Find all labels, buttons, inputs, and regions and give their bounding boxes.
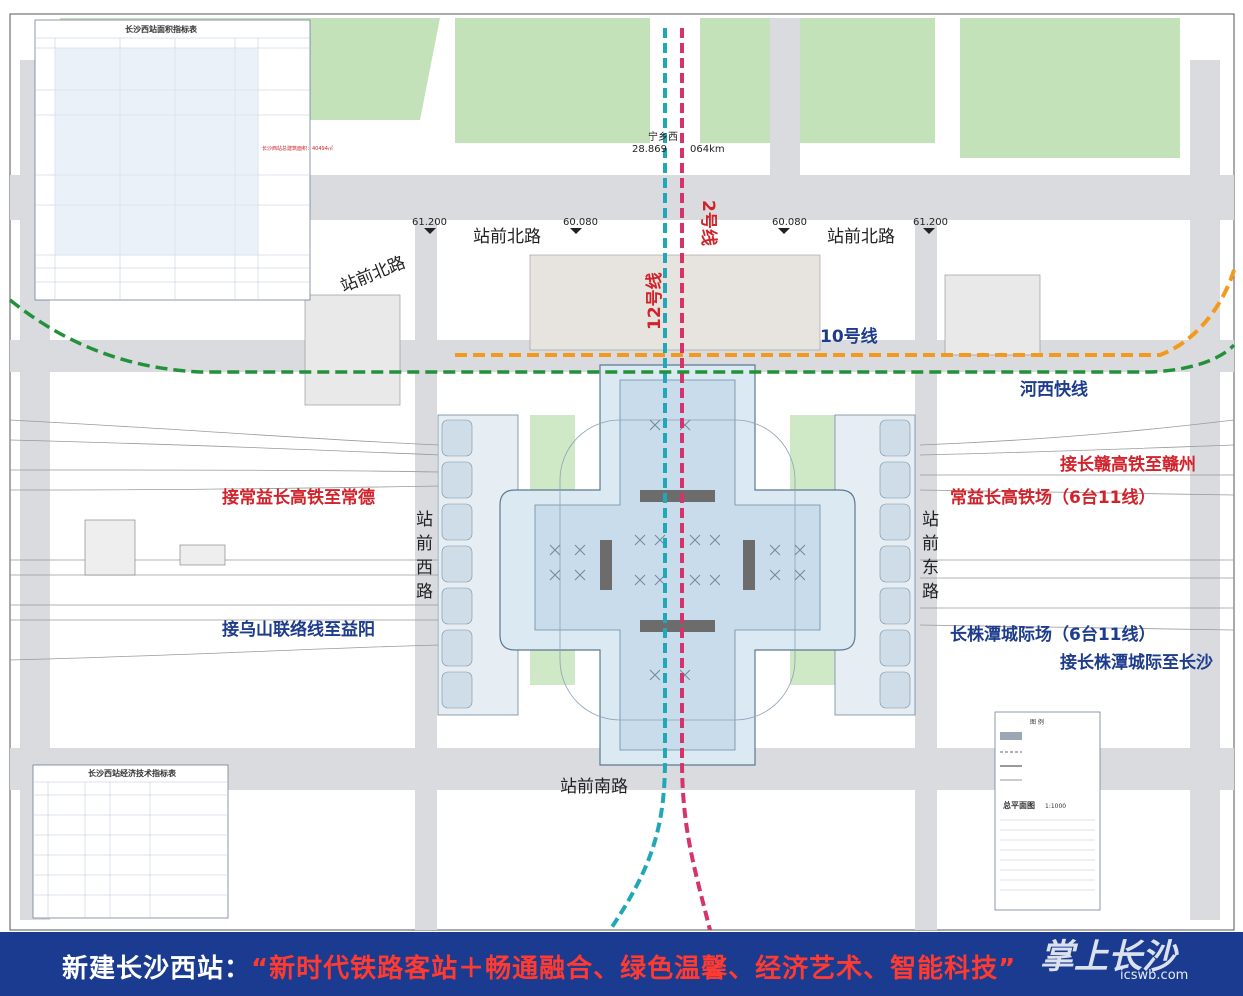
area-table-title: 长沙西站面积指标表 xyxy=(125,24,198,34)
road-label-north-east: 站前北路 xyxy=(827,227,895,247)
banner-text: 新建长沙西站：“新时代铁路客站＋畅通融合、绿色温馨、经济艺术、智能科技” xyxy=(62,948,1016,985)
hexi-label: 河西快线 xyxy=(1020,379,1088,400)
watermark-url: icswb.com xyxy=(1120,968,1189,983)
area-index-table: 长沙西站面积指标表 长沙西站总建筑面积：40494㎡ xyxy=(34,19,333,301)
platform-canopies xyxy=(441,419,911,709)
legend-scale: 1:1000 xyxy=(1045,803,1066,810)
elevation-label-1: 61.200 xyxy=(412,217,447,228)
area-table-note: 长沙西站总建筑面积：40494㎡ xyxy=(262,145,333,152)
label-czt-field: 长株潭城际场（6台11线） xyxy=(950,624,1156,645)
label-to-changde: 接常益长高铁至常德 xyxy=(222,487,375,508)
hexi-route xyxy=(8,298,1236,374)
legend-box: 图 例 总平面图 1:1000 xyxy=(994,711,1101,911)
label-to-changsha: 接长株潭城际至长沙 xyxy=(1060,652,1213,673)
road-label-east: 站前东路 xyxy=(922,510,939,602)
legend-heading: 图 例 xyxy=(1030,718,1044,726)
banner-prefix: 新建长沙西站： xyxy=(62,954,252,984)
parking-lots xyxy=(304,274,1041,406)
banner-slogan: “新时代铁路客站＋畅通融合、绿色温馨、经济艺术、智能科技” xyxy=(251,954,1017,984)
line-2-label: 2号线 xyxy=(698,200,719,246)
line-10-label: 10号线 xyxy=(820,326,878,347)
west-facility-2 xyxy=(179,544,226,566)
line-12-label: 12号线 xyxy=(644,272,665,330)
watermark-logo: 掌上长沙 xyxy=(1040,937,1176,977)
line-10-route xyxy=(455,269,1236,357)
legend-title: 总平面图 xyxy=(1003,800,1035,810)
economic-table-title: 长沙西站经济技术指标表 xyxy=(88,768,177,778)
west-facility xyxy=(84,519,136,576)
roof-pattern xyxy=(549,419,806,681)
elevation-label-4: 61.200 xyxy=(913,217,948,228)
map-frame xyxy=(9,13,1235,931)
north-plaza xyxy=(529,254,821,351)
elevation-markers: 61.200 60.080 60.080 61.200 xyxy=(412,217,948,234)
line-12-route xyxy=(608,28,667,932)
footer-banner xyxy=(0,932,1243,996)
chainage-km2: 064km xyxy=(690,144,725,155)
elevation-label-2: 60.080 xyxy=(563,217,598,228)
road-label-north: 站前北路 xyxy=(473,227,541,247)
chainage-km: 28.869 xyxy=(632,144,667,155)
label-to-yiyang: 接乌山联络线至益阳 xyxy=(222,619,375,640)
elevation-label-3: 60.080 xyxy=(772,217,807,228)
economic-index-table: 长沙西站经济技术指标表 xyxy=(32,764,229,919)
label-changyi-field: 常益长高铁场（6台11线） xyxy=(950,487,1156,508)
chainage-station: 宁乡西 xyxy=(648,130,678,143)
line-2-route xyxy=(680,28,712,931)
road-label-west: 站前西路 xyxy=(416,510,433,602)
station-building xyxy=(499,364,856,766)
road-label-south: 站前南路 xyxy=(560,777,628,797)
label-to-ganzhou: 接长赣高铁至赣州 xyxy=(1060,454,1196,475)
metro-lines xyxy=(8,28,1236,932)
